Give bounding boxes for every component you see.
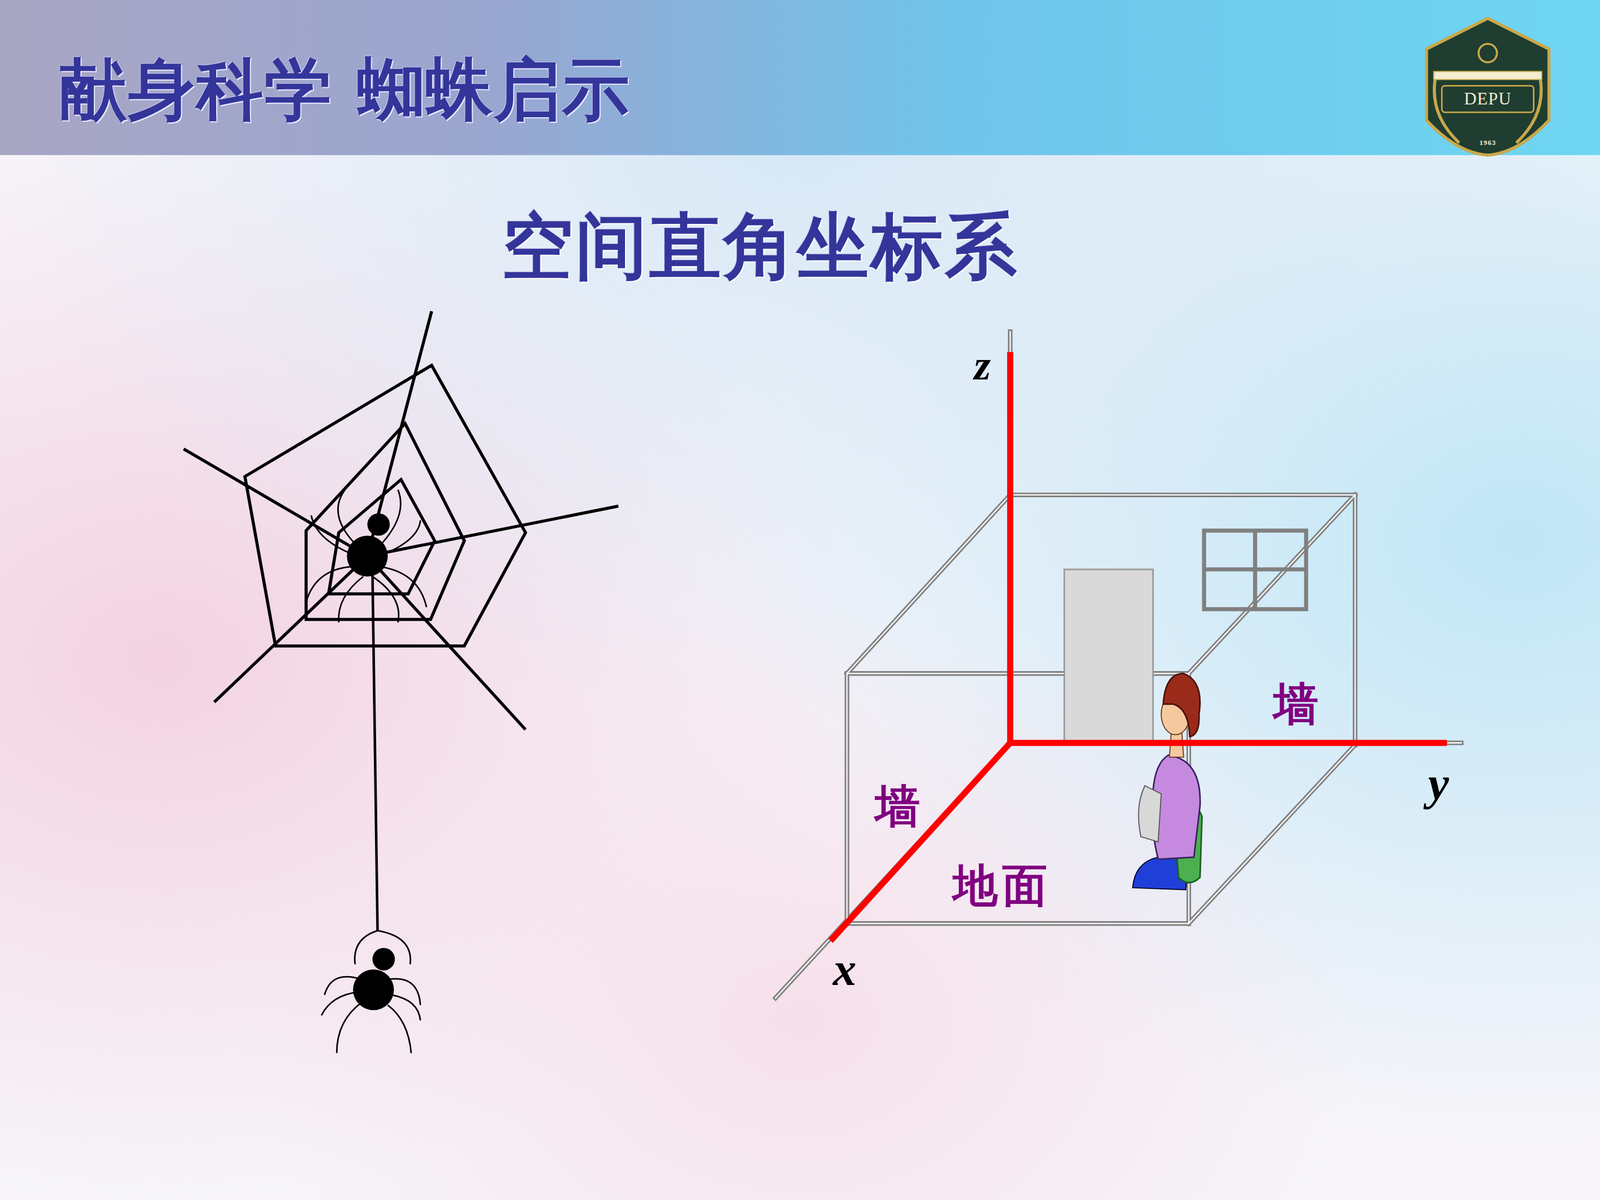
- seated-person: [1132, 673, 1203, 890]
- door: [1064, 569, 1154, 743]
- slide-title: 献身科学 蜘蛛启示: [59, 56, 631, 124]
- spider-web: [183, 311, 619, 931]
- header-bar: [0, 0, 1600, 155]
- spider-on-web: [306, 490, 427, 623]
- wall-label: 墙: [1273, 681, 1319, 727]
- axis-label: y: [1428, 760, 1450, 807]
- school-logo: [1426, 18, 1549, 155]
- floor-label: 地面: [952, 863, 1052, 909]
- room-outline: [775, 331, 1462, 998]
- wall-label: 墙: [875, 783, 921, 829]
- section-heading: 空间直角坐标系: [501, 211, 1019, 283]
- hanging-spider: [321, 930, 421, 1053]
- axis-label: x: [832, 946, 857, 993]
- coordinate-axes: [830, 352, 1447, 942]
- axis-label: z: [973, 343, 992, 387]
- logo-year: 1963: [1479, 139, 1497, 147]
- window: [1203, 530, 1307, 609]
- logo-text: DEPU: [1463, 90, 1512, 108]
